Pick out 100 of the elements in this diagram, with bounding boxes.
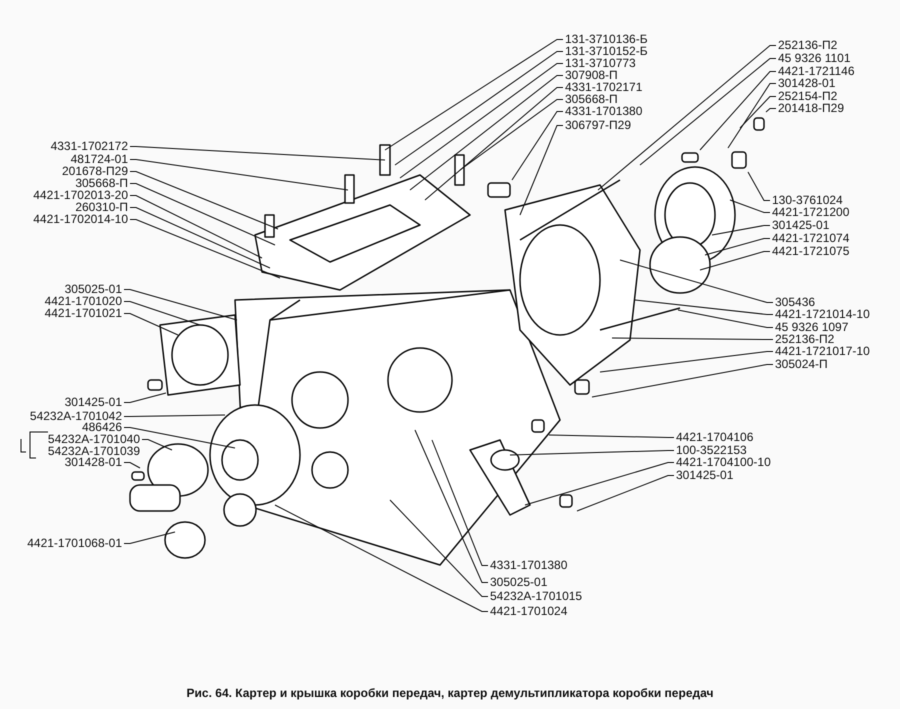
leader-line [460,99,564,170]
part-number: 301425-01 [64,396,122,409]
leader-line [612,338,774,340]
leader-line [510,450,674,456]
leader-line [524,462,674,506]
leader-line [700,71,776,150]
leader-line [130,195,262,258]
part-number: 4331-1701380 [490,559,568,572]
part-number: 252154-П2 [778,90,838,103]
leader-line [410,75,564,190]
part-number: 4421-1702013-20 [33,189,128,202]
part-number: 100-3522153 [676,444,747,457]
part-number: 4331-1702172 [50,140,128,153]
part-number: 201418-П29 [778,102,844,115]
part-number: 305436 [775,296,816,309]
leader-line [520,125,564,216]
leader-line [512,111,564,180]
leader-line [712,225,770,236]
leader-line [124,301,200,326]
leader-line [730,200,770,213]
part-number: 4331-1701380 [565,105,642,118]
part-number: 131-3710773 [565,57,636,70]
part-number: 45 9326 1097 [775,321,848,334]
leader-line [766,108,776,112]
leader-line [548,434,674,438]
leader-line [424,87,564,200]
leader-line [600,351,774,372]
part-number: 45 9326 1101 [778,52,851,65]
leader-line [130,183,276,246]
leader-line [704,238,770,256]
leader-line [740,96,776,128]
leader-line [620,260,774,303]
part-number: 301425-01 [772,219,830,232]
part-number: 4421-1704106 [676,431,754,444]
part-number: 301425-01 [676,469,734,482]
part-number: 301428-01 [64,456,122,469]
leader-line [728,83,776,148]
part-number: 4421-1721146 [778,65,855,78]
leader-line [414,430,488,583]
part-number: 252136-П2 [778,39,838,52]
part-number: 481724-01 [70,153,128,166]
part-number: 54232A-1701015 [490,590,582,603]
part-number: 4421-1702014-10 [33,213,128,226]
leader-line [678,310,774,328]
part-number: 305668-П [565,93,618,106]
part-number: 4421-1701024 [490,605,568,618]
leader-line [124,414,226,417]
part-number: 4421-1721200 [772,206,850,219]
part-number: 486426 [82,421,122,434]
leader-line [394,51,564,166]
leader-line [130,207,270,268]
leader-line [576,475,674,512]
part-number: 305668-П [75,177,128,190]
part-number: 306797-П29 [565,119,632,132]
leader-line [130,146,386,160]
part-number: 301428-01 [778,77,836,90]
part-number: 260310-П [75,201,128,214]
part-number: 305025-01 [64,283,122,296]
part-number: 4421-1721074 [772,232,850,245]
part-number: 305025-01 [490,576,548,589]
leader-line [432,440,488,566]
part-number: 54232A-1701039 [48,445,140,458]
leader-line [124,532,176,544]
leader-line [592,364,774,398]
leader-line [124,462,140,468]
leader-line [124,289,238,320]
part-number: 4421-1701021 [44,307,122,320]
part-number: 4421-1704100-10 [676,456,771,469]
part-number: 307908-П [565,69,618,82]
leader-line [390,500,488,597]
part-number: 131-3710152-Б [565,45,648,58]
leader-line [634,300,774,315]
part-number: 4421-1721014-10 [775,308,870,321]
part-number: 201678-П29 [62,165,128,178]
leader-line [130,159,348,190]
leader-line [130,219,280,278]
part-number: 4331-1702171 [565,81,642,94]
leader-line [142,439,172,450]
part-number: 130-3761024 [772,194,843,207]
leader-line [124,313,178,336]
leader-line [640,58,776,166]
figure-caption: Рис. 64. Картер и крышка коробки передач, картер демультипликатора коробки передач [186,686,714,700]
leader-line [124,427,236,448]
leader-line [748,172,770,201]
part-number: 131-3710136-Б [565,33,648,46]
leader-line [124,392,166,403]
leader-line [400,63,564,178]
part-number: 252136-П2 [775,333,834,346]
part-number: 4421-1701020 [44,295,122,308]
leader-line [700,251,770,270]
part-number: 4421-1721075 [772,245,850,258]
leader-line [130,171,278,230]
part-number: 54232A-1701042 [30,410,122,423]
part-number: 54232A-1701040 [48,433,140,446]
leader-line [598,45,776,190]
leader-line [384,39,564,150]
leader-line [274,504,488,612]
part-number: 4421-1721017-10 [775,345,870,358]
part-number: 305024-П [775,358,828,371]
part-number: 4421-1701068-01 [27,537,122,550]
